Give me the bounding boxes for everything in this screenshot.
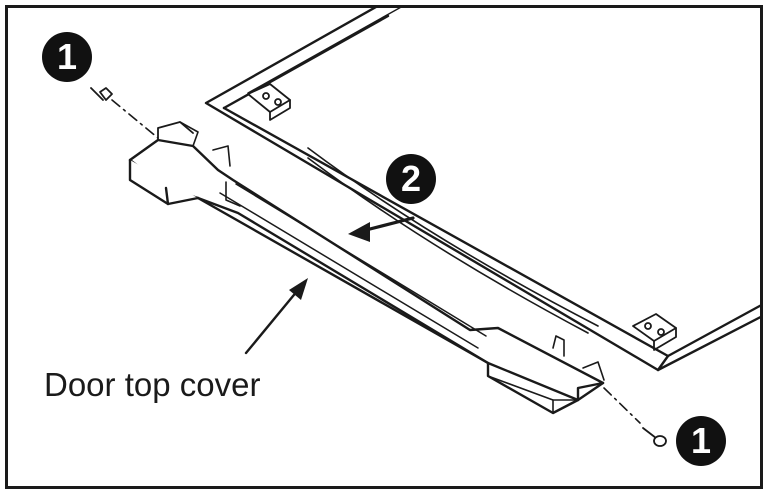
hinge-top-left [247, 83, 291, 121]
alignment-lines [111, 99, 641, 424]
step-number: 1 [690, 420, 712, 461]
step-badge-screw-right: 1 [676, 416, 726, 466]
slide-direction-arrow [348, 216, 415, 242]
screw-right [642, 427, 667, 447]
door-assembly-illustration [90, 8, 760, 447]
leader-arrow [244, 278, 308, 355]
step-number: 2 [400, 158, 422, 199]
step-badge-slide: 2 [386, 154, 436, 204]
step-badge-screw-left: 1 [42, 32, 92, 82]
step-number: 1 [56, 36, 78, 77]
door-panel [204, 8, 760, 372]
hinge-bottom-right [632, 313, 677, 351]
screw-left [90, 87, 113, 101]
door-top-cover [128, 121, 605, 415]
part-caption: Door top cover [44, 366, 261, 403]
diagram-frame: 1 2 1 Door top cover [5, 5, 763, 489]
